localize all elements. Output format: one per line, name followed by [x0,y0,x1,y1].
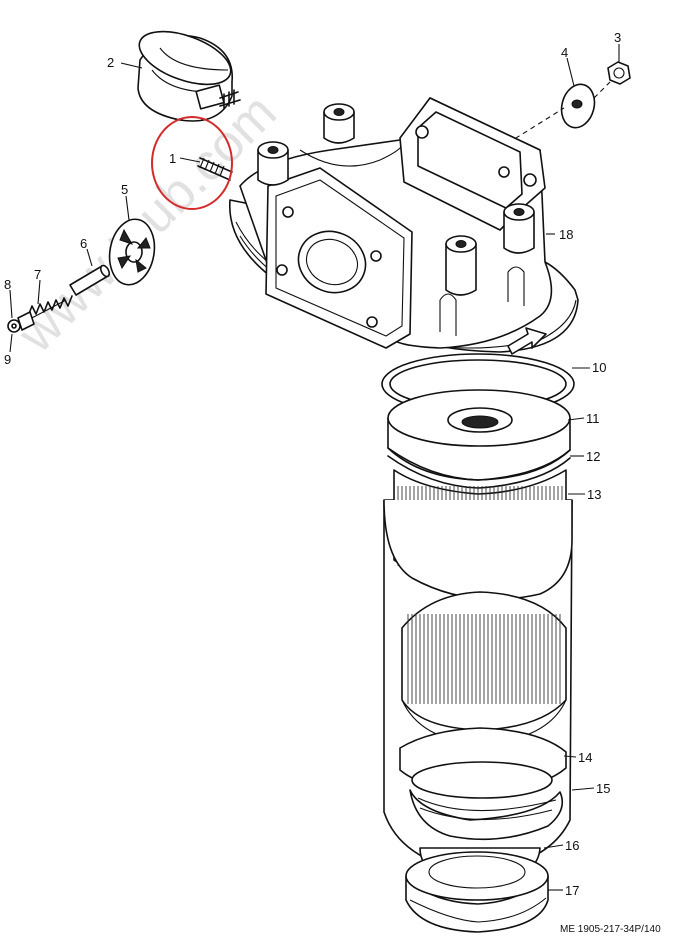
callout-3: 3 [614,30,621,45]
part-5-baffle [108,218,156,286]
part-3-nut [607,61,631,85]
callout-11: 11 [586,411,600,426]
part-8-9-valve [7,311,35,333]
highlight-circle [151,116,233,210]
part-6-pin [69,264,111,296]
callout-9: 9 [4,352,11,367]
callout-7: 7 [34,267,41,282]
part-4-washer [560,83,596,129]
callout-13: 13 [587,487,601,502]
part-1-stud [197,157,233,181]
part-18-filter-head [229,97,579,355]
callout-18: 18 [559,227,573,242]
callout-labels: 2 1 3 4 5 6 7 8 9 18 10 11 12 13 14 15 1… [4,30,621,898]
part-2-cap [137,30,241,122]
callout-1: 1 [169,151,176,166]
leader-lines [9,44,620,891]
callout-16: 16 [565,838,579,853]
callout-10: 10 [592,360,606,375]
callout-8: 8 [4,277,11,292]
callout-4: 4 [561,45,568,60]
filter-canister [383,389,573,933]
callout-5: 5 [121,182,128,197]
figure-id: ME 1905-217-34P/140 [560,924,661,935]
callout-6: 6 [80,236,87,251]
pleats-lower [407,614,561,704]
callout-15: 15 [596,781,610,796]
callout-12: 12 [586,449,600,464]
callout-17: 17 [565,883,579,898]
part-7-spring [27,295,73,321]
callout-2: 2 [107,55,114,70]
callout-14: 14 [578,750,592,765]
